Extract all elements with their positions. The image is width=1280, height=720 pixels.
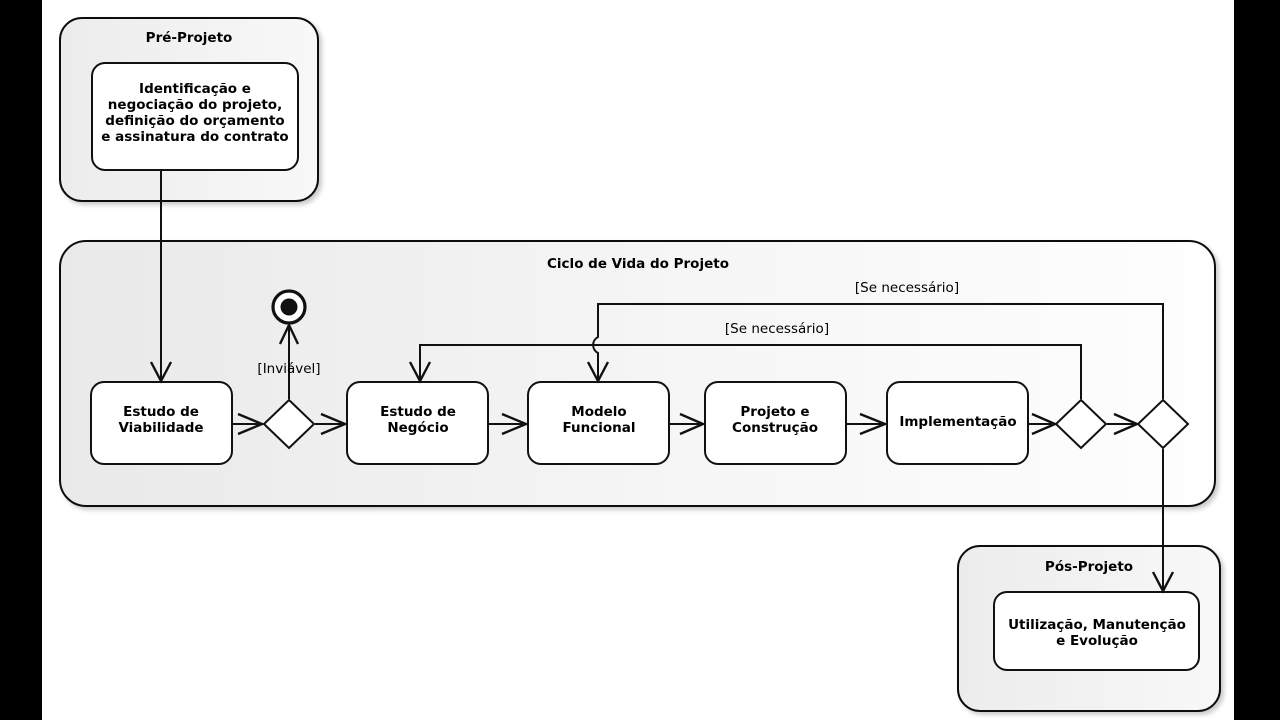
edge-pre-to-viabilidade <box>149 170 173 384</box>
group-ciclo-de-vida <box>59 240 1216 507</box>
diagram-canvas: Pré-Projeto Ciclo de Vida do Projeto Pós… <box>42 0 1234 720</box>
node-estudo-negocio-line-1: Estudo de <box>380 404 456 420</box>
edge-modelo-to-projeto <box>669 412 707 436</box>
node-pre-activity-line-2: negociação do projeto, <box>107 96 283 113</box>
group-pos-projeto <box>957 545 1221 712</box>
group-title-ciclo-de-vida: Ciclo de Vida do Projeto <box>547 256 729 272</box>
node-estudo-negocio-line-2: Negócio <box>387 419 449 436</box>
node-pos-activity-line-2: e Evolução <box>1056 632 1138 649</box>
decision-diamond-viabilidade[interactable] <box>262 398 316 450</box>
node-pre-activity-line-1: Identificação e <box>139 81 251 97</box>
node-projeto-construcao-line-2: Construção <box>732 419 818 436</box>
edge-negocio-to-modelo <box>488 412 530 436</box>
decision-diamond-aceitacao[interactable] <box>1136 398 1190 450</box>
group-pre-projeto <box>59 17 319 202</box>
node-estudo-negocio-label: Estudo de Negócio <box>380 404 456 437</box>
edge-decision-to-final <box>278 322 300 399</box>
decision-diamond-implementacao[interactable] <box>1054 398 1108 450</box>
group-title-pos-projeto: Pós-Projeto <box>1044 559 1134 575</box>
node-modelo-funcional-line-1: Modelo <box>571 404 627 420</box>
edge-decision2-to-pos-projeto <box>1151 449 1175 594</box>
node-estudo-viabilidade-line-2: Viabilidade <box>118 419 204 436</box>
node-implementacao-label: Implementação <box>899 414 1017 431</box>
node-pos-activity-label: Utilização, Manutenção e Evolução <box>1008 617 1186 650</box>
node-estudo-viabilidade-line-1: Estudo de <box>123 404 199 420</box>
node-projeto-construcao-label: Projeto e Construção <box>732 404 818 437</box>
edge-feedback-lower-se-necessario <box>408 344 1082 399</box>
node-estudo-viabilidade-label: Estudo de Viabilidade <box>118 404 204 437</box>
activity-diagram-svg <box>59 17 1221 712</box>
edge-implementacao-to-decision1 <box>1028 412 1059 436</box>
node-pre-activity-line-3: definição do orçamento <box>105 112 285 129</box>
node-modelo-funcional-line-2: Funcional <box>562 419 636 436</box>
edge-viabilidade-to-decision <box>232 412 266 436</box>
node-modelo-funcional-label: Modelo Funcional <box>562 404 636 437</box>
node-pre-activity-label: Identificação e negociação do projeto, d… <box>101 81 289 146</box>
node-implementacao-line-1: Implementação <box>899 414 1017 430</box>
group-ciclo-de-vida-frame <box>59 240 1216 507</box>
edge-projeto-to-implementacao <box>846 412 889 436</box>
group-title-pre-projeto: Pré-Projeto <box>145 30 233 46</box>
edge-decision1-to-decision2 <box>1107 412 1141 436</box>
guard-label-se-necessario-upper: [Se necessário] <box>854 280 960 296</box>
activity-final-node-icon <box>271 289 307 325</box>
node-pre-activity-box[interactable] <box>91 62 299 171</box>
edge-feedback-upper-se-necessario <box>586 303 1164 399</box>
node-pos-activity-box[interactable] <box>993 591 1200 671</box>
node-pre-activity-line-4: e assinatura do contrato <box>101 128 289 145</box>
edge-decision-to-negocio <box>315 412 349 436</box>
guard-label-se-necessario-lower: [Se necessário] <box>724 321 830 337</box>
guard-label-inviavel: [Inviável] <box>257 361 321 377</box>
node-pos-activity-line-1: Utilização, Manutenção <box>1008 617 1186 633</box>
node-projeto-construcao-line-1: Projeto e <box>740 404 810 420</box>
